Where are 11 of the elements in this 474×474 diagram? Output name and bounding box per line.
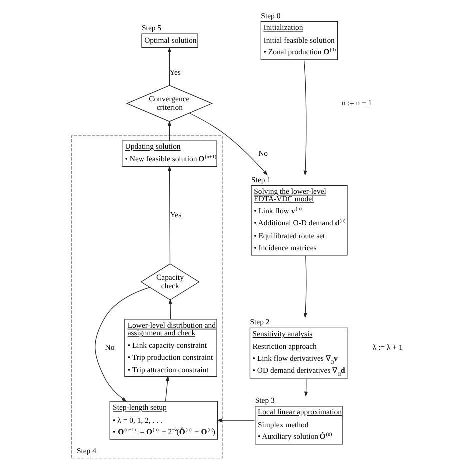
arrow xyxy=(303,60,307,176)
arrow xyxy=(94,286,150,402)
arrow xyxy=(167,166,172,264)
arrow xyxy=(167,120,172,141)
arrow xyxy=(303,255,307,318)
arrow xyxy=(167,46,172,86)
arrow xyxy=(216,418,254,422)
arrow xyxy=(188,112,268,176)
arrow xyxy=(168,298,172,320)
arrow xyxy=(164,375,170,402)
arrow xyxy=(304,378,308,397)
